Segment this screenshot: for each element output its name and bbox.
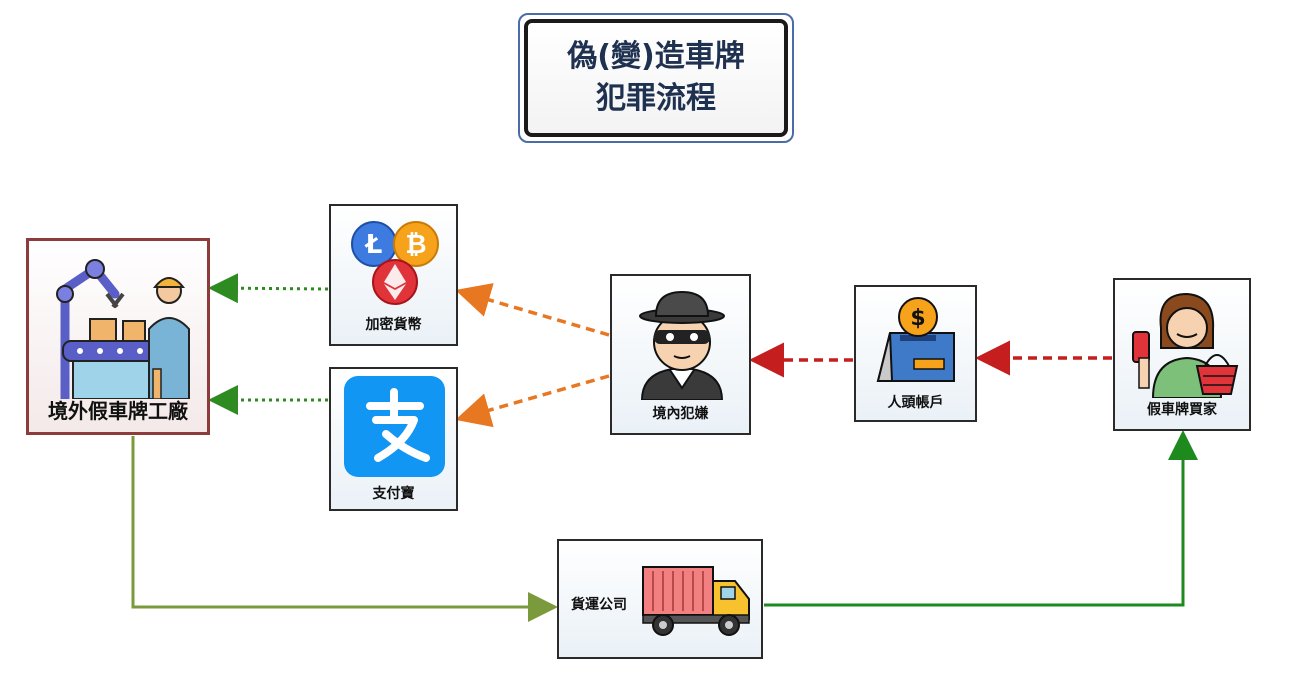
alipay-logo-icon: [344, 376, 445, 477]
crypto-label: 加密貨幣: [365, 317, 422, 333]
account-label: 人頭帳戶: [887, 395, 944, 411]
title-line2: 犯罪流程: [596, 81, 716, 116]
title-inner: 偽(變)造車牌 犯罪流程: [524, 19, 788, 137]
bank-account-dollar-icon: $: [876, 297, 955, 382]
svg-text:Ł: Ł: [364, 230, 383, 260]
node-alipay: 支付寶: [329, 367, 458, 511]
factory-label: 境外假車牌工廠: [48, 399, 188, 423]
buyer-label: 假車牌買家: [1147, 402, 1217, 418]
node-suspect: 境內犯嫌: [610, 274, 751, 435]
arrow-suspect-to-alipay: [455, 374, 610, 428]
shopper-with-basket-icon: [1132, 292, 1239, 398]
arrow-suspect-to-crypto: [455, 283, 610, 337]
svg-text:₿: ₿: [405, 230, 426, 260]
cargo-truck-icon: [642, 566, 750, 636]
alipay-label: 支付寶: [372, 486, 415, 502]
node-buyer: 假車牌買家: [1113, 278, 1251, 431]
node-freight: 貨運公司: [557, 539, 763, 659]
arrow-crypto-to-factory: [208, 273, 329, 304]
arrow-freight-to-buyer: [764, 430, 1198, 607]
node-crypto: Ł ₿ 加密貨幣: [329, 204, 458, 346]
node-account: $ 人頭帳戶: [854, 285, 977, 422]
factory-worker-robot-arm-icon: [56, 259, 190, 399]
suspect-label: 境內犯嫌: [652, 406, 709, 422]
title-box: 偽(變)造車牌 犯罪流程: [518, 13, 794, 143]
svg-text:$: $: [910, 306, 925, 331]
title-line1: 偽(變)造車牌: [567, 39, 745, 74]
masked-criminal-icon: [639, 290, 725, 400]
node-factory: 境外假車牌工廠: [26, 238, 210, 435]
arrow-factory-to-freight: [131, 436, 558, 622]
freight-label: 貨運公司: [571, 597, 627, 613]
cryptocurrency-coins-icon: Ł ₿: [351, 221, 439, 305]
